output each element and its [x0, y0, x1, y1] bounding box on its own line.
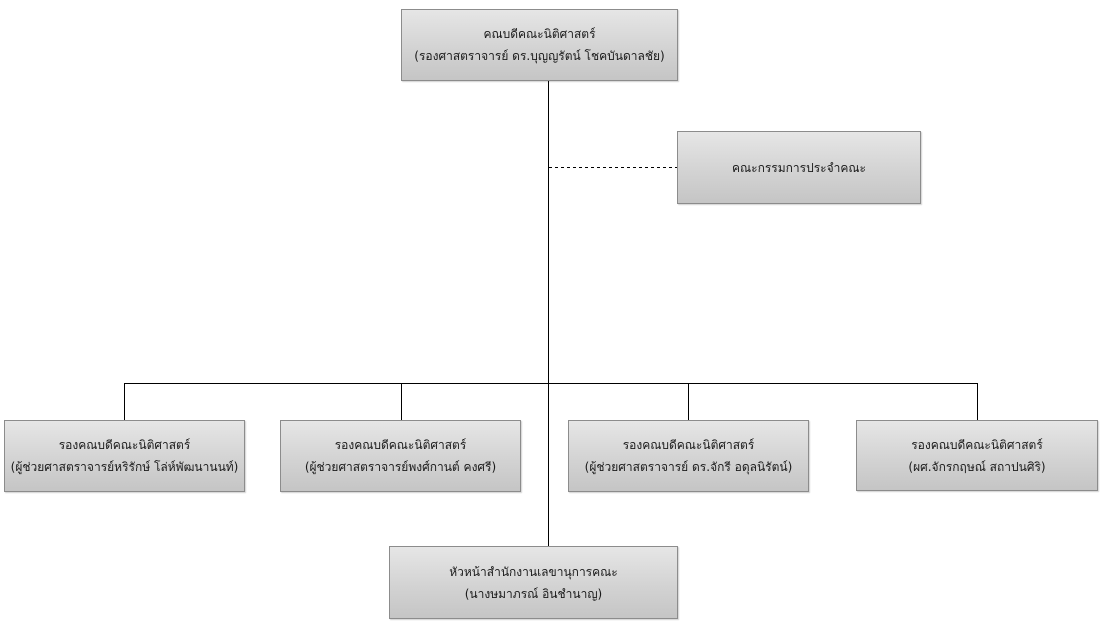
vice-dean-title: รองคณบดีคณะนิติศาสตร์: [911, 437, 1043, 452]
vice-dean-name: (ผู้ช่วยศาสตราจารย์พงศ์กานต์ คงศรี): [304, 460, 497, 474]
vice-dean-title: รองคณบดีคณะนิติศาสตร์: [334, 438, 467, 452]
vice-dean-box-1: รองคณบดีคณะนิติศาสตร์ (ผู้ช่วยศาสตราจารย…: [4, 420, 245, 492]
office-head-box: หัวหน้าสำนักงานเลขานุการคณะ (นางษมาภรณ์ …: [389, 546, 678, 619]
vice-dean-box-4: รองคณบดีคณะนิติศาสตร์ (ผศ.จักรกฤษณ์ สถาป…: [856, 420, 1098, 491]
office-head-title: หัวหน้าสำนักงานเลขานุการคณะ: [449, 564, 618, 579]
vice-dean-box-3: รองคณบดีคณะนิติศาสตร์ (ผู้ช่วยศาสตราจารย…: [568, 420, 809, 492]
office-head-name: (นางษมาภรณ์ อินชำนาญ): [464, 586, 603, 601]
vice-dean-name: (ผู้ช่วยศาสตราจารย์หริรักษ์ โล่ห์พัฒนานน…: [10, 460, 239, 474]
dean-name: (รองศาสตราจารย์ ดร.บุญญรัตน์ โชคบันดาลชั…: [414, 49, 665, 63]
vice-dean-name: (ผศ.จักรกฤษณ์ สถาปนศิริ): [908, 459, 1046, 474]
committee-title: คณะกรรมการประจำคณะ: [731, 160, 866, 175]
dean-title: คณบดีคณะนิติศาสตร์: [483, 27, 596, 41]
vice-dean-title: รองคณบดีคณะนิติศาสตร์: [58, 438, 191, 452]
vice-dean-name: (ผู้ช่วยศาสตราจารย์ ดร.จักรี อดุลนิรัตน์…: [584, 460, 793, 474]
committee-box: คณะกรรมการประจำคณะ: [677, 131, 921, 204]
vice-dean-title: รองคณบดีคณะนิติศาสตร์: [622, 438, 755, 452]
vice-dean-box-2: รองคณบดีคณะนิติศาสตร์ (ผู้ช่วยศาสตราจารย…: [280, 420, 521, 492]
dean-box: คณบดีคณะนิติศาสตร์ (รองศาสตราจารย์ ดร.บุ…: [401, 9, 678, 81]
